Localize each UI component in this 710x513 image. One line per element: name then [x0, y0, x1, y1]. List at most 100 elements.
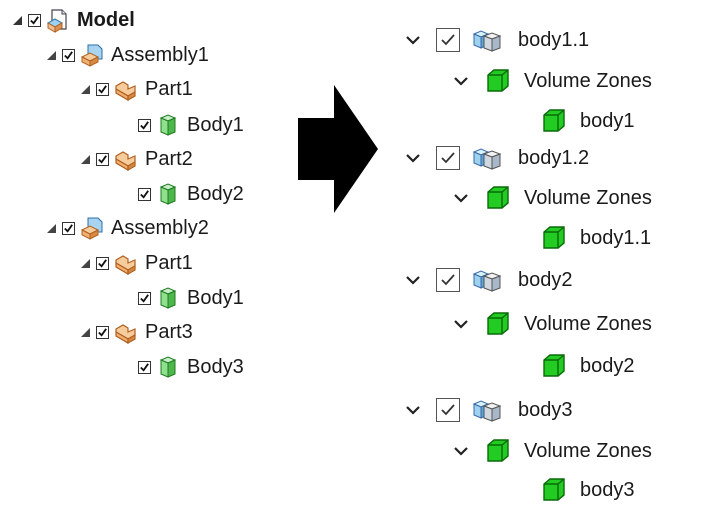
tree-item-label: body2: [580, 354, 635, 377]
tree-item-label: body1: [580, 109, 635, 132]
tree-item-label: Body1: [187, 113, 244, 136]
chevron-down-icon[interactable]: [452, 442, 470, 460]
model-icon: [45, 7, 71, 33]
body-icon: [155, 181, 181, 207]
tree-row-volume-zones[interactable]: Volume Zones: [452, 184, 652, 212]
tree-row-body[interactable]: Body1: [138, 284, 244, 312]
multi-body-icon: [472, 266, 506, 294]
chevron-down-icon[interactable]: [404, 401, 422, 419]
expand-triangle-icon[interactable]: [78, 152, 92, 166]
tree-item-label: Volume Zones: [524, 69, 652, 92]
tree-item-label: Part2: [145, 147, 193, 170]
chevron-down-icon[interactable]: [404, 149, 422, 167]
checkbox[interactable]: [138, 118, 151, 132]
tree-row-assembly2[interactable]: Assembly2: [44, 214, 209, 242]
checkbox[interactable]: [96, 325, 109, 339]
multi-body-icon: [472, 26, 506, 54]
tree-item-label: Body3: [187, 355, 244, 378]
volume-zone-icon: [484, 437, 512, 465]
tree-item-label: body1.1: [518, 28, 590, 51]
chevron-down-icon[interactable]: [404, 31, 422, 49]
part-icon: [113, 250, 139, 276]
tree-row-body[interactable]: Body1: [138, 111, 244, 139]
expand-triangle-icon[interactable]: [44, 221, 58, 235]
checkbox[interactable]: [62, 48, 75, 62]
multi-body-icon: [472, 396, 506, 424]
tree-item-label: Part1: [145, 251, 193, 274]
volume-zone-icon: [484, 310, 512, 338]
tree-row-part[interactable]: Part1: [78, 249, 193, 277]
body-icon: [155, 112, 181, 138]
chevron-down-icon[interactable]: [404, 271, 422, 289]
tree-row-zone[interactable]: body3: [540, 476, 635, 504]
body-icon: [155, 354, 181, 380]
part-icon: [113, 76, 139, 102]
checkbox[interactable]: [436, 398, 460, 422]
tree-row-zone[interactable]: body2: [540, 352, 635, 380]
tree-row-body-group[interactable]: body1.1: [404, 26, 589, 54]
tree-row-body[interactable]: Body2: [138, 180, 244, 208]
checkbox[interactable]: [138, 360, 151, 374]
checkbox[interactable]: [138, 291, 151, 305]
tree-item-label: Part1: [145, 77, 193, 100]
checkbox[interactable]: [96, 256, 109, 270]
tree-item-label: Assembly1: [111, 43, 209, 66]
tree-row-body-group[interactable]: body1.2: [404, 144, 589, 172]
expand-triangle-icon[interactable]: [44, 48, 58, 62]
tree-row-body-group[interactable]: body3: [404, 396, 573, 424]
chevron-down-icon[interactable]: [452, 189, 470, 207]
tree-item-label: body3: [580, 478, 635, 501]
volume-zone-icon: [540, 352, 568, 380]
expand-triangle-icon[interactable]: [78, 82, 92, 96]
tree-row-volume-zones[interactable]: Volume Zones: [452, 310, 652, 338]
chevron-down-icon[interactable]: [452, 72, 470, 90]
tree-item-label: body2: [518, 268, 573, 291]
tree-row-zone[interactable]: body1: [540, 107, 635, 135]
checkbox[interactable]: [28, 13, 41, 27]
assembly-icon: [79, 42, 105, 68]
checkbox[interactable]: [436, 268, 460, 292]
checkbox[interactable]: [436, 28, 460, 52]
chevron-down-icon[interactable]: [452, 315, 470, 333]
body-icon: [155, 285, 181, 311]
tree-row-part[interactable]: Part2: [78, 145, 193, 173]
volume-zone-icon: [484, 67, 512, 95]
checkbox[interactable]: [436, 146, 460, 170]
tree-item-label: Volume Zones: [524, 439, 652, 462]
expand-triangle-icon[interactable]: [78, 325, 92, 339]
part-icon: [113, 319, 139, 345]
expand-triangle-icon[interactable]: [10, 13, 24, 27]
tree-item-label: body3: [518, 398, 573, 421]
tree-item-label: Body2: [187, 182, 244, 205]
tree-item-label: Part3: [145, 320, 193, 343]
tree-row-body[interactable]: Body3: [138, 353, 244, 381]
tree-item-label: Model: [77, 8, 135, 31]
tree-item-label: Body1: [187, 286, 244, 309]
volume-zone-icon: [540, 224, 568, 252]
expand-triangle-icon[interactable]: [78, 256, 92, 270]
part-icon: [113, 146, 139, 172]
multi-body-icon: [472, 144, 506, 172]
tree-item-label: Volume Zones: [524, 186, 652, 209]
checkbox[interactable]: [138, 187, 151, 201]
right-arrow-icon: [298, 85, 378, 213]
tree-row-part[interactable]: Part1: [78, 75, 193, 103]
tree-row-volume-zones[interactable]: Volume Zones: [452, 437, 652, 465]
tree-item-label: body1.2: [518, 146, 590, 169]
tree-row-body-group[interactable]: body2: [404, 266, 573, 294]
tree-row-zone[interactable]: body1.1: [540, 224, 651, 252]
checkbox[interactable]: [62, 221, 75, 235]
tree-item-label: Assembly2: [111, 216, 209, 239]
assembly-icon: [79, 215, 105, 241]
checkbox[interactable]: [96, 152, 109, 166]
checkbox[interactable]: [96, 82, 109, 96]
volume-zone-icon: [484, 184, 512, 212]
volume-zone-icon: [540, 476, 568, 504]
volume-zone-icon: [540, 107, 568, 135]
tree-row-part[interactable]: Part3: [78, 318, 193, 346]
tree-row-assembly1[interactable]: Assembly1: [44, 41, 209, 69]
tree-row-volume-zones[interactable]: Volume Zones: [452, 67, 652, 95]
tree-row-model[interactable]: Model: [10, 6, 135, 34]
tree-item-label: Volume Zones: [524, 312, 652, 335]
